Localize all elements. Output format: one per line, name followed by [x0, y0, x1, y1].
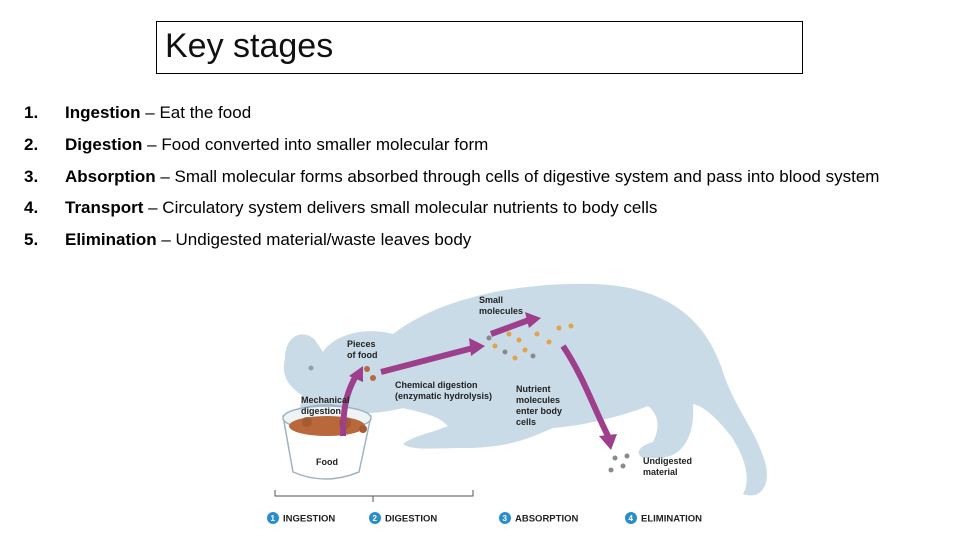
animal-body-silhouette — [283, 283, 767, 496]
stage-text: Transport – Circulatory system delivers … — [65, 198, 657, 218]
stage-description: – Food converted into smaller molecular … — [142, 135, 489, 154]
label-small-molecules: molecules — [479, 306, 523, 316]
stage-badge-number: 3 — [503, 514, 508, 523]
label-pieces-of-food: Pieces — [347, 339, 376, 349]
stage-term: Transport — [65, 198, 144, 217]
label-undigested-material: Undigested — [643, 456, 692, 466]
stage-text: Digestion – Food converted into smaller … — [65, 135, 488, 155]
undigested-particles — [608, 453, 630, 473]
stage-description: – Eat the food — [140, 103, 252, 122]
label-pieces-of-food: of food — [347, 350, 378, 360]
stage-term: Digestion — [65, 135, 143, 154]
stage-number: 2. — [24, 135, 39, 154]
digestion-bracket — [274, 490, 474, 502]
absorption-arrowhead — [525, 312, 541, 328]
label-mechanical-digestion: Mechanical — [301, 395, 350, 405]
molecules-gray — [486, 335, 536, 359]
label-nutrient-molecules: enter body — [516, 406, 562, 416]
stage-number: 3. — [24, 167, 39, 186]
stage-label-digestion: DIGESTION — [385, 514, 437, 525]
page-title: Key stages — [165, 27, 334, 65]
stage-text: Absorption – Small molecular forms absor… — [65, 167, 879, 187]
small-molecules — [492, 323, 574, 361]
digestion-diagram: Small molecules Pieces of food Mechanica… — [267, 283, 767, 525]
digestion-arrow — [380, 345, 474, 375]
stage-number: 5. — [24, 230, 39, 249]
stage-number: 4. — [24, 198, 39, 217]
title-box: Key stages — [156, 21, 803, 74]
stage-text: Elimination – Undigested material/waste … — [65, 230, 471, 250]
stage-term: Elimination — [65, 230, 157, 249]
stage-label-absorption: ABSORPTION — [515, 514, 578, 525]
label-chemical-digestion: Chemical digestion — [395, 380, 478, 390]
stage-term: Ingestion — [65, 103, 141, 122]
food-piece — [302, 417, 312, 427]
elimination-arrow — [560, 344, 611, 438]
label-food: Food — [316, 457, 338, 467]
food-piece — [370, 375, 376, 381]
absorption-arrow — [489, 317, 531, 337]
stage-badge — [625, 512, 637, 524]
stage-text: Ingestion – Eat the food — [65, 103, 251, 123]
stage-description: – Circulatory system delivers small mole… — [143, 198, 658, 217]
label-nutrient-molecules: Nutrient — [516, 384, 551, 394]
stage-label-ingestion: INGESTION — [283, 514, 335, 525]
stage-badge-number: 1 — [271, 514, 276, 523]
label-chemical-digestion: (enzymatic hydrolysis) — [395, 391, 492, 401]
label-nutrient-molecules: molecules — [516, 395, 560, 405]
ingestion-arrow — [340, 372, 360, 437]
digestion-arrowhead — [469, 338, 485, 356]
label-undigested-material: material — [643, 467, 678, 477]
stage-description: – Undigested material/waste leaves body — [156, 230, 472, 249]
animal-eye — [308, 365, 314, 371]
elimination-arrowhead — [599, 434, 617, 450]
stage-badge — [369, 512, 381, 524]
food-piece — [364, 366, 370, 372]
ingestion-arrowhead — [349, 366, 363, 382]
stage-label-elimination: ELIMINATION — [641, 514, 702, 525]
stage-badge-number: 4 — [629, 514, 634, 523]
label-small-molecules: Small — [479, 295, 503, 305]
stage-number: 1. — [24, 103, 39, 122]
food-pile — [289, 416, 365, 436]
food-piece — [359, 425, 367, 433]
stage-term: Absorption — [65, 167, 156, 186]
stage-badge — [267, 512, 279, 524]
label-nutrient-molecules: cells — [516, 417, 536, 427]
label-mechanical-digestion: digestion — [301, 406, 341, 416]
stage-description: – Small molecular forms absorbed through… — [155, 167, 880, 186]
stage-badge-number: 2 — [373, 514, 378, 523]
stage-badge — [499, 512, 511, 524]
